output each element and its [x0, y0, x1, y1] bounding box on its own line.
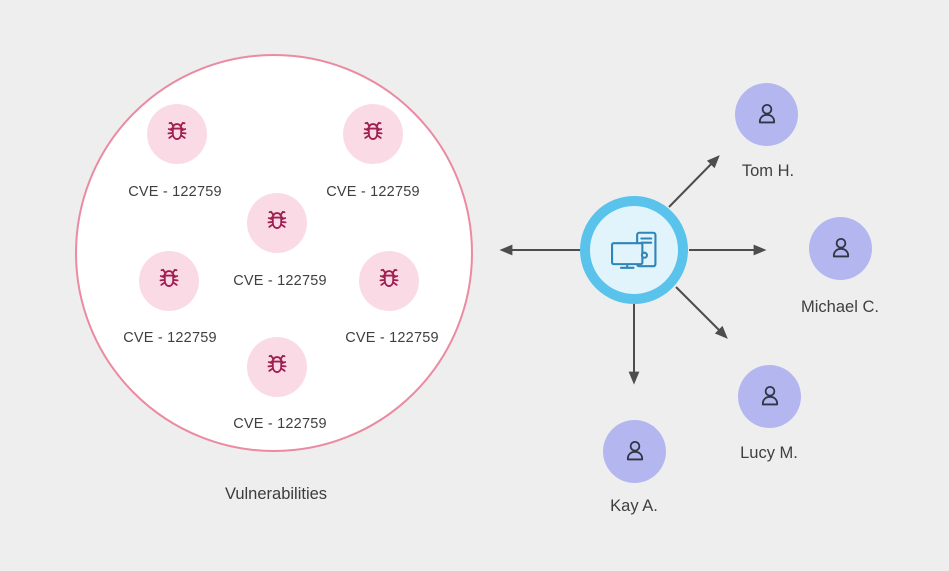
computer-icon	[611, 231, 657, 269]
bug-icon	[358, 119, 388, 149]
user-avatar-tom-h	[735, 83, 798, 146]
vulnerability-node	[343, 104, 403, 164]
vulnerability-node	[247, 193, 307, 253]
user-avatar-lucy-m	[738, 365, 801, 428]
person-icon	[754, 381, 786, 413]
asset-node	[580, 196, 688, 304]
user-name-label: Michael C.	[801, 298, 879, 316]
bug-icon	[262, 352, 292, 382]
user-name-label: Tom H.	[741, 162, 795, 180]
vulnerability-node	[247, 337, 307, 397]
cve-label: CVE - 122759	[123, 330, 217, 346]
user-avatar-michael-c	[809, 217, 872, 280]
user-avatar-kay-a	[603, 420, 666, 483]
bug-icon	[374, 266, 404, 296]
bug-icon	[162, 119, 192, 149]
cve-label: CVE - 122759	[128, 184, 222, 200]
cve-label: CVE - 122759	[345, 330, 439, 346]
person-icon	[825, 233, 857, 265]
vulnerability-node	[147, 104, 207, 164]
vulnerabilities-title: Vulnerabilities	[224, 485, 328, 503]
vulnerability-node	[359, 251, 419, 311]
user-name-label: Lucy M.	[740, 444, 798, 462]
bug-icon	[262, 208, 292, 238]
person-icon	[619, 436, 651, 468]
bug-icon	[154, 266, 184, 296]
cve-label: CVE - 122759	[326, 184, 420, 200]
user-name-label: Kay A.	[610, 497, 658, 515]
cve-label: CVE - 122759	[233, 273, 327, 289]
cve-label: CVE - 122759	[233, 416, 327, 432]
arrow-down-right	[675, 286, 728, 339]
person-icon	[751, 99, 783, 131]
vulnerability-node	[139, 251, 199, 311]
